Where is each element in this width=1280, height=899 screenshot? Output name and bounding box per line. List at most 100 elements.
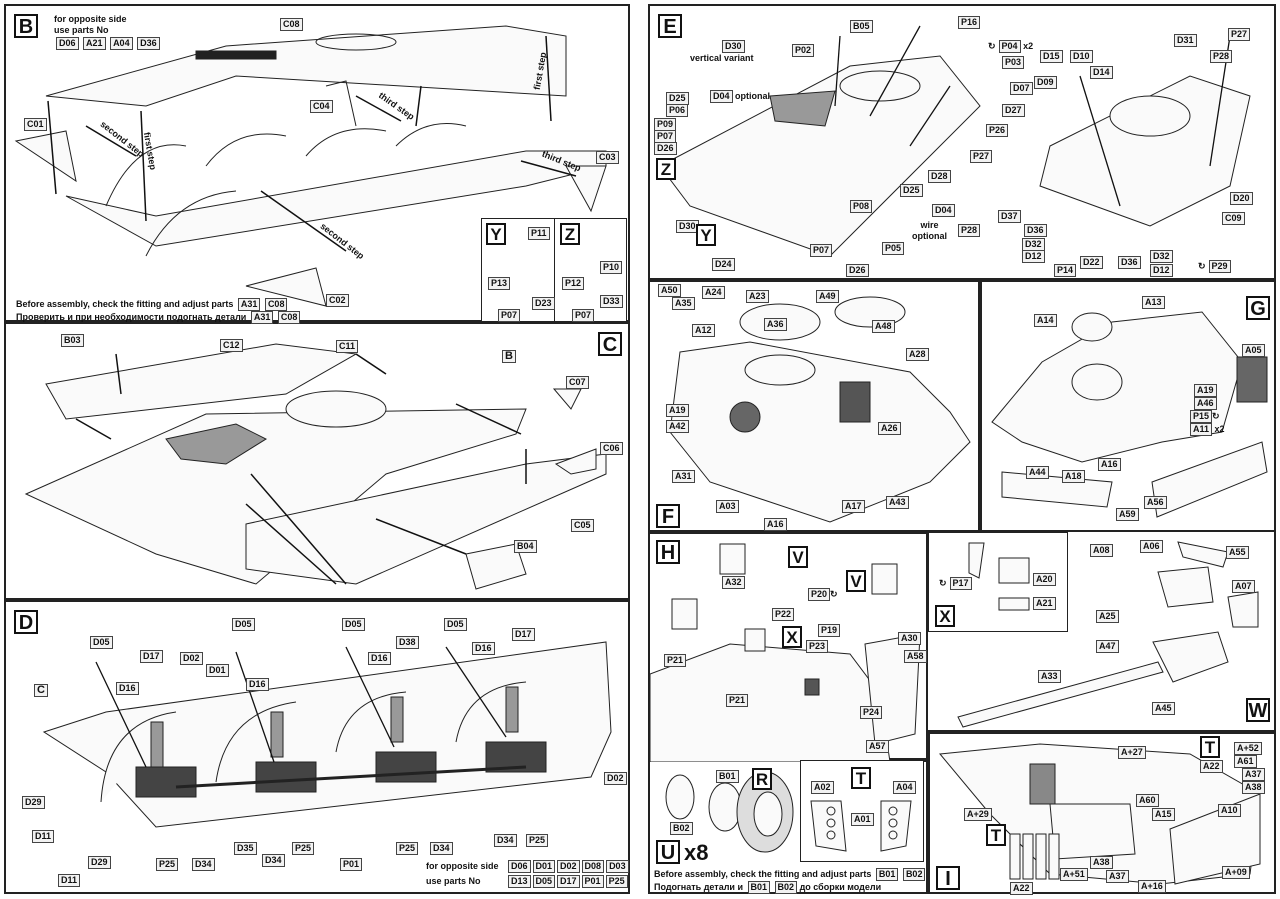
step-ref-y: Y: [696, 224, 716, 246]
part-label: A11: [1190, 423, 1213, 436]
part-label: D36: [1024, 224, 1047, 237]
part-label: D05: [342, 618, 365, 631]
hatch-drawing: [968, 542, 1030, 611]
part-label: A02: [811, 781, 834, 794]
part-label: P27: [970, 150, 993, 163]
part-label: P17: [949, 577, 972, 590]
part-label: A+51: [1060, 868, 1088, 881]
part-label: P25: [526, 834, 549, 847]
part-label: D01: [532, 860, 556, 873]
part-label: D35: [234, 842, 257, 855]
fit-note-u: Before assembly, check the fitting and a…: [654, 868, 926, 894]
step-marker-w: W: [1246, 698, 1270, 722]
step-marker-u: U: [656, 840, 680, 864]
part-label: D02: [604, 772, 627, 785]
part-label: D08: [581, 860, 605, 873]
part-label: A04: [110, 37, 133, 50]
part-label: P21: [726, 694, 749, 707]
part-label: B02: [670, 822, 693, 835]
part-label: A43: [886, 496, 909, 509]
part-label: D27: [1002, 104, 1025, 117]
step-marker-h: H: [656, 540, 680, 564]
part-label: A56: [1144, 496, 1167, 509]
part-label: A57: [866, 740, 889, 753]
part-label: D07: [1010, 82, 1033, 95]
opposite-note-line2: use parts No: [54, 25, 109, 35]
part-label: P01: [340, 858, 363, 871]
part-label: D20: [1230, 192, 1253, 205]
part-label: P08: [850, 200, 873, 213]
part-label: D17: [557, 875, 580, 888]
step-ref-r: R: [752, 768, 772, 790]
part-label: A05: [1242, 344, 1265, 357]
part-label: D02: [180, 652, 203, 665]
vertical-variant-text: vertical variant: [690, 53, 754, 63]
part-label: D14: [1090, 66, 1113, 79]
part-label-c05: C05: [571, 519, 594, 532]
d04-optional: D04 optional: [708, 90, 770, 103]
part-label: A+29: [964, 808, 992, 821]
panel-step-d: D C D05 D05 D05 D05 D17 D02 D01 D16 D16: [4, 600, 630, 894]
part-label: D34: [494, 834, 517, 847]
part-label: A19: [1194, 384, 1217, 397]
part-label: P23: [806, 640, 829, 653]
part-label-b03: B03: [61, 334, 84, 347]
step-marker-x: X: [935, 605, 955, 627]
part-ref-c: C: [34, 684, 48, 697]
part-label: A19: [666, 404, 689, 417]
part-label: P12: [562, 277, 585, 290]
hull-details-drawing: [659, 25, 1251, 257]
step-ref-v: V: [788, 546, 808, 568]
part-label: P15: [1190, 410, 1213, 423]
part-label-c07: C07: [566, 376, 589, 389]
part-label-c12: C12: [220, 339, 243, 352]
optional-text: optional: [912, 231, 947, 241]
part-label: D34: [430, 842, 453, 855]
part-label: A22: [1010, 882, 1033, 895]
part-label: D29: [88, 856, 111, 869]
part-label: P13: [488, 277, 511, 290]
part-label: A21: [1033, 597, 1056, 610]
part-label: P10: [600, 261, 623, 274]
part-label-c02: C02: [326, 294, 349, 307]
part-label: A47: [1096, 640, 1119, 653]
part-label: D05: [232, 618, 255, 631]
part-label: A31: [672, 470, 695, 483]
part-label: P07: [572, 309, 595, 322]
part-label: P11: [528, 227, 550, 240]
part-label: P25: [396, 842, 419, 855]
part-label: A58: [904, 650, 927, 663]
part-label: A+27: [1118, 746, 1146, 759]
part-ref-b: B: [502, 350, 516, 363]
part-label: A14: [1034, 314, 1057, 327]
part-label: P24: [860, 706, 883, 719]
p29-label: ↻P29: [1198, 260, 1231, 273]
part-label: B05: [850, 20, 873, 33]
turret-rear-drawing: [991, 311, 1268, 518]
part-label: P06: [666, 104, 689, 117]
part-label: D29: [22, 796, 45, 809]
part-label: D37: [998, 210, 1021, 223]
part-label: D16: [368, 652, 391, 665]
step-marker-b: B: [14, 14, 38, 38]
part-label: A46: [1194, 397, 1217, 410]
part-label: D05: [90, 636, 113, 649]
part-label: A49: [816, 290, 839, 303]
part-label: D11: [58, 874, 81, 887]
step-marker-z: Z: [560, 223, 580, 245]
rotate-icon: ↻: [939, 578, 947, 588]
hull-lower-drawing: [14, 25, 607, 307]
rotate-icon: ↻: [988, 41, 996, 51]
part-label: D36: [137, 37, 160, 50]
part-label: P22: [772, 608, 795, 621]
part-label: P01: [581, 875, 604, 888]
part-label-c06: C06: [600, 442, 623, 455]
panel-step-h: H V V X A32 P20↻ P22 P19 A30 P23 P21 A58…: [648, 532, 928, 762]
step-marker-t: T: [851, 767, 871, 789]
step-marker-i: I: [936, 866, 960, 890]
step-ref-v: V: [846, 570, 866, 592]
p15-label: P15↻: [1188, 410, 1221, 423]
part-label: D12: [1150, 264, 1173, 277]
part-label: A31: [237, 298, 261, 311]
step-ref-x: X: [782, 626, 802, 648]
